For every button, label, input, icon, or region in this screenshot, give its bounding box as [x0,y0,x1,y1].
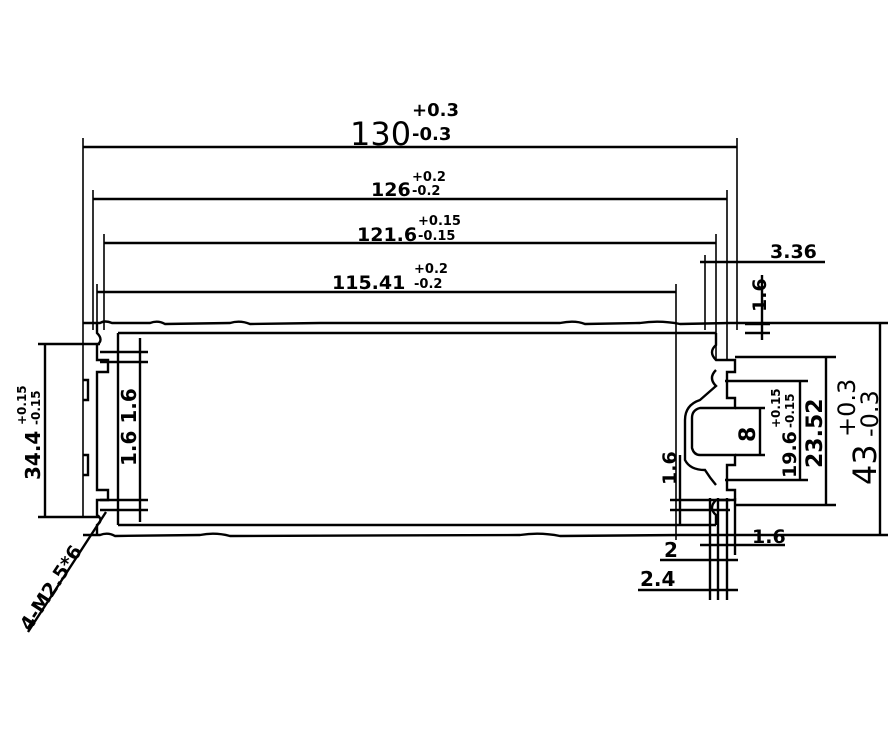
dim-bottom-wall: 1.6 [752,526,786,548]
dim-121-6-value: 121.6 [357,224,417,246]
dim-126-minus: -0.2 [412,184,440,199]
dim-43-minus: -0.3 [856,390,884,437]
dim-130: 130 +0.3 -0.3 [350,100,459,153]
dim-19-6: 19.6 +0.15 -0.15 [769,388,801,478]
dim-126-value: 126 [371,179,411,201]
dim-121-6-minus: -0.15 [418,229,455,244]
enclosure-profile [83,320,737,538]
dim-19-6-minus: -0.15 [783,393,797,428]
dim-34-4-plus: +0.15 [15,385,29,425]
dim-34-4: 34.4 +0.15 -0.15 [15,385,45,480]
dim-19-6-value: 19.6 [779,431,801,478]
dim-23-52: 23.52 [803,398,828,468]
dim-130-minus: -0.3 [412,124,451,145]
dim-3-36: 3.36 [770,241,817,263]
dim-34-4-minus: -0.15 [29,390,43,425]
screw-note: 4-M2.5*6 [16,542,87,635]
dim-left-walls: 1.6 1.6 [117,388,141,466]
dim-43: 43 +0.3 -0.3 [833,379,884,485]
dim-2: 2 [664,538,678,562]
dim-130-value: 130 [350,115,411,153]
dim-115-41: 115.41 +0.2 -0.2 [332,262,448,294]
dim-126-plus: +0.2 [412,170,446,185]
dim-19-6-plus: +0.15 [769,388,783,428]
dim-115-41-plus: +0.2 [414,262,448,277]
dim-121-6-plus: +0.15 [418,214,461,229]
dim-34-4-value: 34.4 [21,431,45,480]
dim-right-wall: 1.6 [659,451,681,485]
dim-115-41-minus: -0.2 [414,277,442,292]
dim-126: 126 +0.2 -0.2 [371,170,446,201]
dim-2-4: 2.4 [640,567,675,591]
dim-115-41-value: 115.41 [332,272,405,294]
dim-130-plus: +0.3 [412,100,459,121]
dim-121-6: 121.6 +0.15 -0.15 [357,214,461,246]
dim-slot-8: 8 [736,427,761,442]
dim-43-value: 43 [846,444,884,485]
dim-43-plus: +0.3 [833,379,861,437]
dim-wall-top: 1.6 [749,278,771,312]
